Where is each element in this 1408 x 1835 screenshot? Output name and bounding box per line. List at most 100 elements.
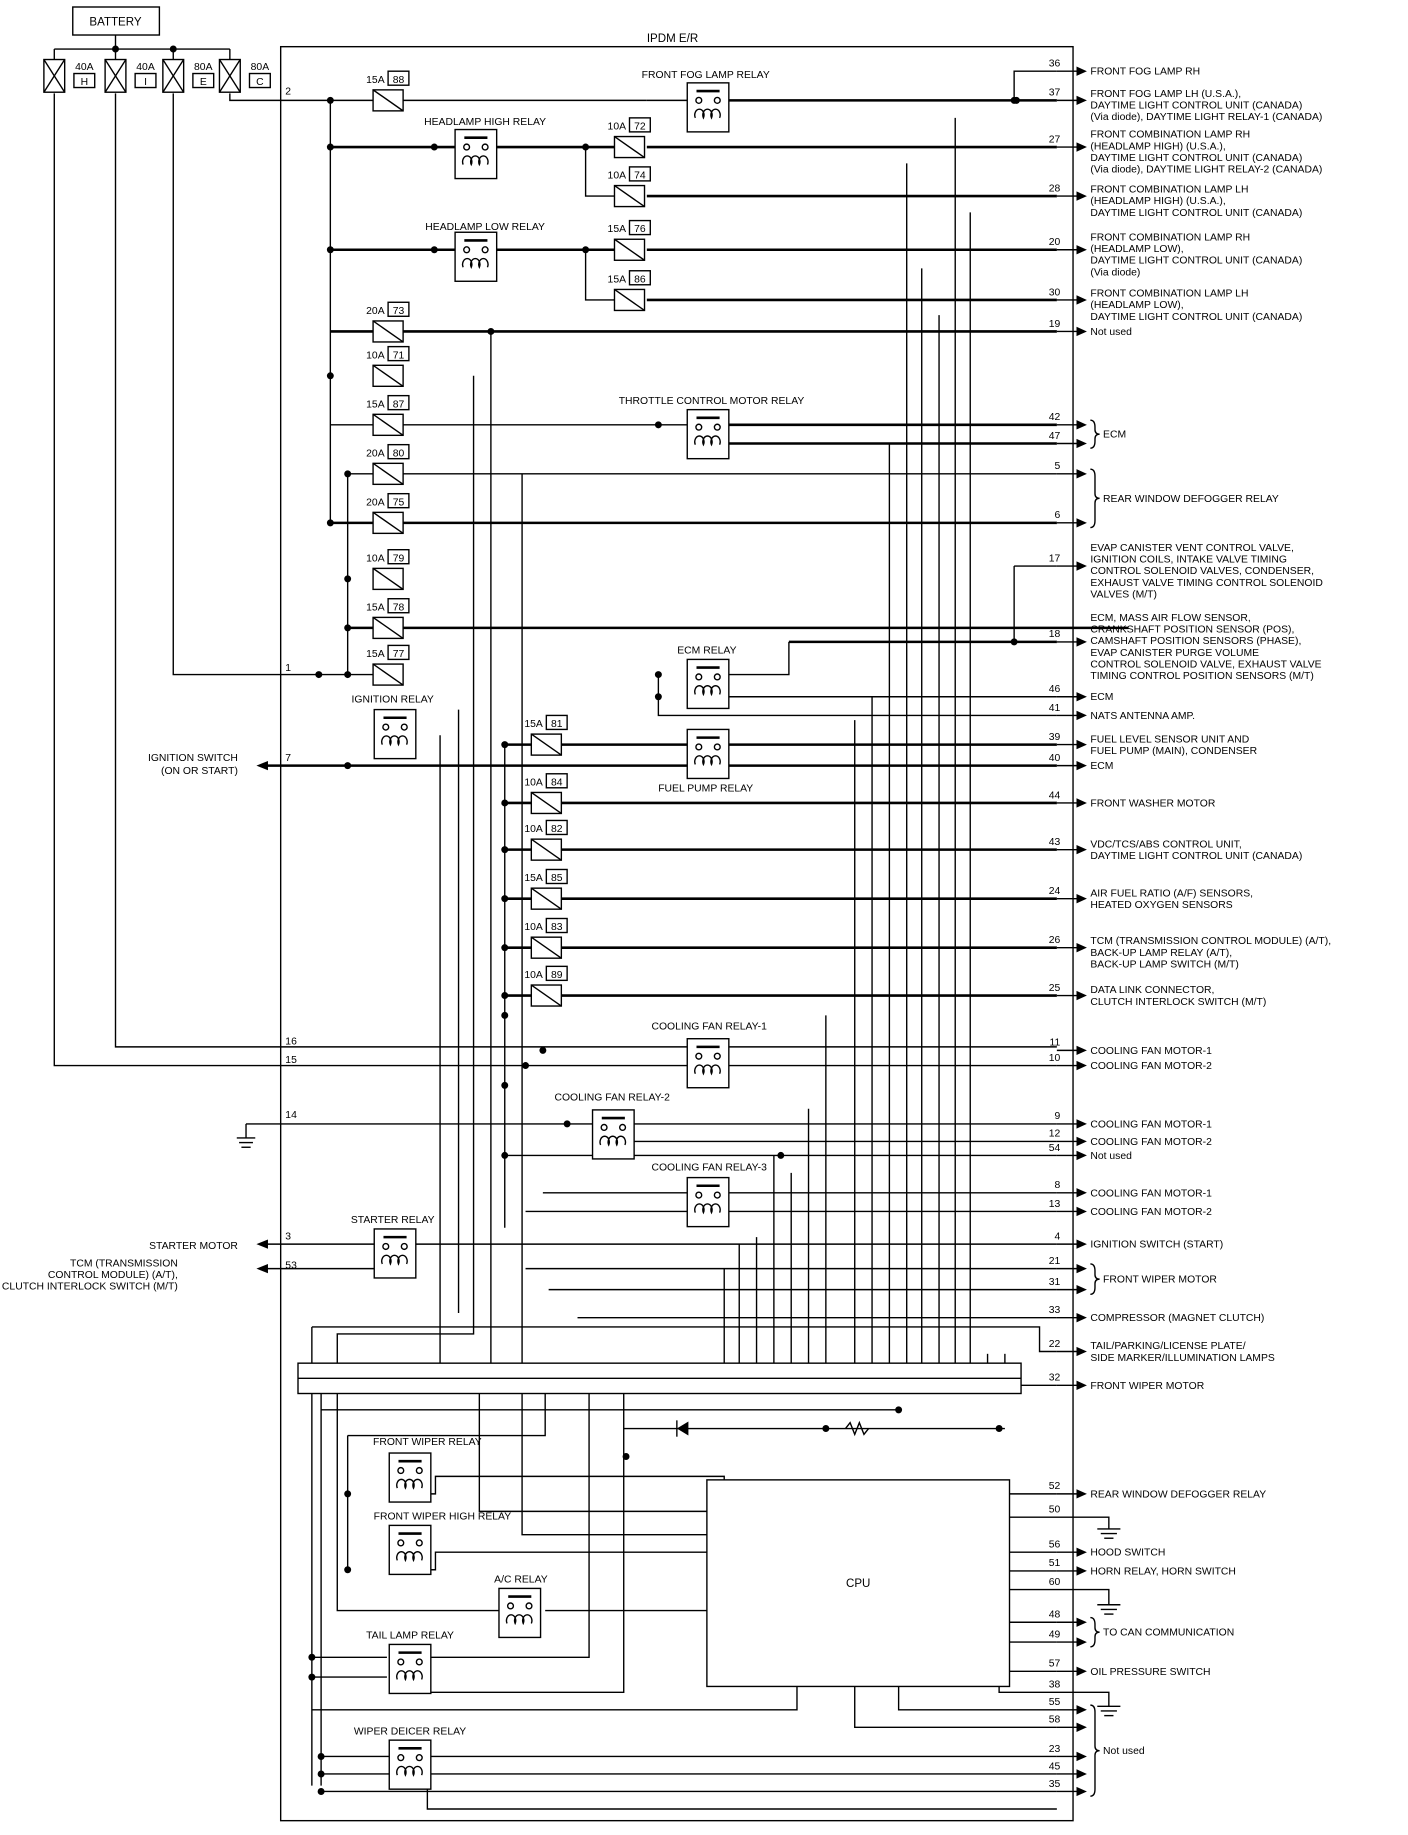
junction-dot [308, 1653, 316, 1661]
fuse-id: 86 [634, 274, 646, 285]
fuse-id-box [387, 70, 410, 86]
junction-dot [430, 246, 438, 254]
wire [311, 1326, 1057, 1353]
relay-cooling-fan-relay-1: COOLING FAN RELAY-1 [651, 1021, 767, 1089]
relay-ecm-relay: ECM RELAY [677, 646, 737, 710]
right-destination-label: IGNITION COILS, INTAKE VALVE TIMING [1090, 554, 1287, 565]
right-destination-label: TAIL/PARKING/LICENSE PLATE/ [1090, 1341, 1245, 1352]
relay-coil-icon [396, 1478, 423, 1490]
relay-coil-icon [396, 1670, 423, 1682]
right-destination-label: CRANKSHAFT POSITION SENSOR (POS), [1090, 625, 1294, 636]
fuse-id: 84 [551, 777, 563, 788]
left-terminal-pin: 16 [285, 1037, 297, 1048]
relay-starter-relay: STARTER RELAY [351, 1215, 435, 1279]
left-destination-label: (ON OR START) [161, 766, 238, 777]
left-terminal-pin: 3 [285, 1231, 291, 1242]
group-label: TO CAN COMMUNICATION [1103, 1628, 1234, 1639]
right-destination-label: COOLING FAN MOTOR-2 [1090, 1061, 1212, 1072]
junction-dot [654, 671, 662, 679]
arrow-icon [1076, 1722, 1087, 1732]
junction-dot [344, 671, 352, 679]
fuse-rating: 15A [366, 649, 385, 660]
fuse-id-box [628, 166, 651, 182]
feed-wire-c [229, 93, 647, 102]
right-destination-label: (Via diode) [1090, 267, 1140, 278]
relay-cooling-fan-relay-2: COOLING FAN RELAY-2 [554, 1093, 670, 1160]
group-brace [1090, 1263, 1100, 1296]
junction-dot [622, 1453, 630, 1461]
right-terminal-pin: 22 [1049, 1339, 1061, 1350]
fuse-id: 71 [393, 350, 405, 361]
wire [1009, 1516, 1110, 1529]
relay-terminal [397, 1754, 405, 1762]
right-terminal-pin: 11 [1050, 1038, 1061, 1049]
right-destination-label: HOOD SWITCH [1090, 1548, 1165, 1559]
left-terminal-pin: 7 [285, 753, 291, 764]
right-destination-label: VALVES (M/T) [1090, 590, 1157, 601]
arrow-icon [1076, 1346, 1087, 1357]
junction-dot [501, 895, 509, 903]
right-terminal-pin: 50 [1049, 1505, 1061, 1516]
right-destination-label: TCM (TRANSMISSION CONTROL MODULE) (A/T), [1090, 936, 1331, 947]
relay-terminal [506, 1602, 515, 1610]
junction-dot [317, 1787, 325, 1795]
module-title: IPDM E/R [647, 32, 698, 45]
arrow-icon [1076, 893, 1087, 904]
relay-label: FRONT WIPER HIGH RELAY [374, 1512, 512, 1523]
battery-label: BATTERY [89, 16, 141, 29]
fuse-id: 87 [393, 399, 405, 410]
relay-terminal [695, 96, 703, 104]
relay-label: TAIL LAMP RELAY [366, 1631, 454, 1642]
junction-dot [326, 519, 334, 527]
arrow-icon [1076, 1188, 1087, 1198]
fuse-id-box [628, 270, 651, 286]
group-label: Not used [1103, 1746, 1145, 1757]
relay-label: WIPER DEICER RELAY [354, 1726, 466, 1737]
right-destination-label: DAYTIME LIGHT CONTROL UNIT (CANADA) [1090, 256, 1302, 267]
junction-dot [344, 1490, 352, 1498]
right-destination-label: FUEL PUMP (MAIN), CONDENSER [1090, 746, 1257, 757]
main-fuse-id: C [256, 77, 264, 88]
group-label: FRONT WIPER MOTOR [1103, 1275, 1217, 1286]
right-destination-label: EXHAUST VALVE TIMING CONTROL SOLENOID [1090, 578, 1323, 589]
right-destination-label: EVAP CANISTER PURGE VOLUME [1090, 648, 1259, 659]
right-destination-label: IGNITION SWITCH (START) [1090, 1240, 1223, 1251]
fuse-element [614, 184, 645, 208]
left-terminal-pin: 15 [285, 1055, 297, 1066]
right-destination-label: (Via diode), DAYTIME LIGHT RELAY-1 (CANA… [1090, 112, 1322, 123]
cpu-box [706, 1479, 1011, 1688]
right-destination-label: FRONT WIPER MOTOR [1090, 1381, 1204, 1392]
right-terminal-pin: 49 [1049, 1629, 1061, 1640]
relay-coil-icon [694, 1203, 721, 1215]
right-terminal-pin: 28 [1049, 183, 1061, 194]
junction-dot [487, 327, 495, 335]
right-terminal-pin: 32 [1049, 1373, 1061, 1384]
group-label: ECM [1103, 430, 1126, 441]
junction-dot [326, 143, 334, 151]
right-destination-label: REAR WINDOW DEFOGGER RELAY [1090, 1489, 1266, 1500]
relay-coil-icon [694, 435, 721, 447]
fuse-id-box [387, 492, 410, 509]
group-brace [1090, 1616, 1100, 1648]
arrow-icon [1076, 1705, 1087, 1715]
cpu-label: CPU [846, 1577, 870, 1590]
right-terminal-pin: 44 [1049, 790, 1061, 801]
relay-terminal [695, 743, 703, 751]
fuse-element [530, 984, 562, 1007]
relay-label: COOLING FAN RELAY-3 [651, 1163, 767, 1174]
relay-label: FUEL PUMP RELAY [658, 783, 753, 794]
arrow-icon [1076, 1666, 1087, 1676]
fuse-id-box [545, 773, 568, 789]
arrow-icon [1076, 1119, 1087, 1129]
right-destination-label: (Via diode), DAYTIME LIGHT RELAY-2 (CANA… [1090, 165, 1322, 176]
main-fuse-id-box [134, 72, 157, 89]
right-destination-label: Not used [1090, 1151, 1132, 1162]
relay-label: IGNITION RELAY [352, 695, 434, 706]
fuse-element [530, 838, 562, 861]
